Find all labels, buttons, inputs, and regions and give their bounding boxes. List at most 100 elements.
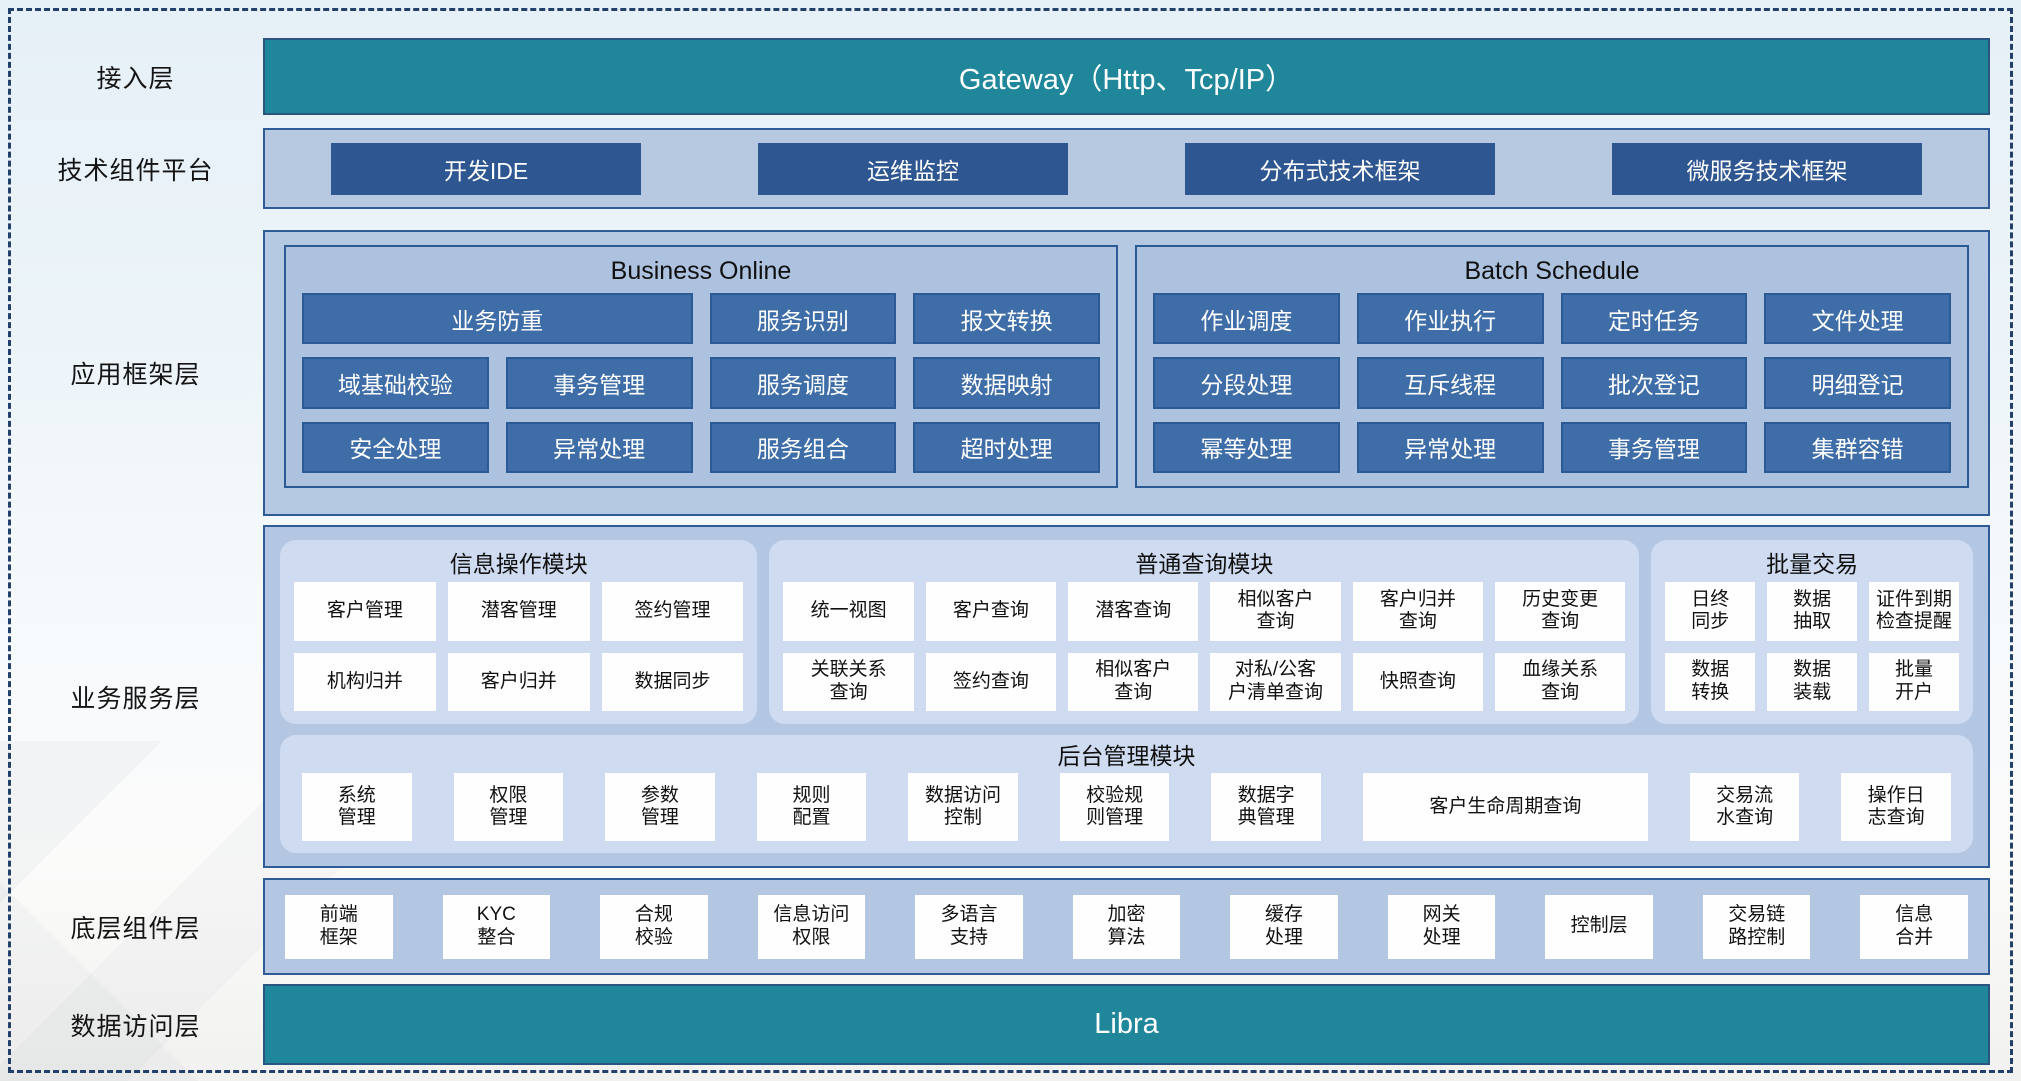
- framework-capability-box: 定时任务: [1560, 293, 1748, 345]
- admin-service-box: 数据字 典管理: [1211, 773, 1321, 841]
- base-component-box: KYC 整合: [442, 894, 551, 959]
- layer-label-business-service: 业务服务层: [70, 684, 201, 713]
- service-box: 客户查询: [925, 582, 1057, 641]
- framework-capability-box: 超时处理: [913, 421, 1100, 473]
- service-box: 批量 开户: [1869, 652, 1959, 711]
- service-box: 数据同步: [601, 652, 744, 711]
- service-box: 客户归并: [447, 652, 590, 711]
- service-box: 潜客查询: [1068, 582, 1199, 641]
- framework-capability-box: 服务调度: [709, 357, 897, 409]
- gateway-bar: Gateway（Http、Tcp/IP）: [263, 38, 1990, 115]
- service-box: 客户归并 查询: [1352, 582, 1484, 641]
- framework-capability-box: 服务识别: [709, 293, 897, 345]
- service-box: 血缘关系 查询: [1495, 652, 1626, 711]
- backend-admin-module-card: 后台管理模块 系统 管理权限 管理参数 管理规则 配置数据访问 控制校验规 则管…: [280, 735, 1973, 853]
- layer-access: 接入层 Gateway（Http、Tcp/IP）: [8, 38, 1990, 115]
- admin-service-box: 系统 管理: [302, 773, 412, 841]
- service-box: 机构归并: [294, 652, 436, 711]
- admin-service-box: 规则 配置: [756, 773, 867, 841]
- common-query-module-card: 普通查询模块 统一视图客户查询潜客查询相似客户 查询客户归并 查询历史变更 查询…: [769, 540, 1640, 724]
- framework-capability-box: 作业调度: [1153, 293, 1340, 345]
- service-box: 统一视图: [783, 582, 914, 641]
- framework-capability-box: 服务组合: [709, 421, 897, 473]
- service-box: 对私/公客 户清单查询: [1210, 652, 1341, 711]
- layer-label-tech-platform: 技术组件平台: [57, 156, 214, 185]
- framework-capability-box: 数据映射: [913, 357, 1100, 409]
- framework-capability-box: 集群容错: [1764, 421, 1951, 473]
- service-box: 快照查询: [1352, 652, 1484, 711]
- service-box: 签约管理: [601, 582, 744, 641]
- admin-service-box: 操作日 志查询: [1841, 773, 1951, 841]
- layer-label-data-access: 数据访问层: [70, 1012, 201, 1041]
- common-query-module-title: 普通查询模块: [1135, 551, 1274, 577]
- base-component-box: 网关 处理: [1387, 894, 1496, 959]
- backend-admin-module-title: 后台管理模块: [1057, 743, 1196, 769]
- service-box: 数据 转换: [1665, 652, 1756, 711]
- layer-tech-platform: 技术组件平台 开发IDE 运维监控 分布式技术框架 微服务技术框架: [8, 128, 1990, 209]
- framework-capability-box: 业务防重: [302, 293, 693, 345]
- service-box: 数据 装载: [1767, 652, 1858, 711]
- batch-schedule-title: Batch Schedule: [1464, 256, 1640, 285]
- info-operation-module-card: 信息操作模块 客户管理潜客管理签约管理机构归并客户归并数据同步: [280, 540, 758, 724]
- admin-service-box: 权限 管理: [453, 773, 564, 841]
- base-component-box: 多语言 支持: [915, 894, 1023, 959]
- business-online-panel: Business Online 业务防重服务识别报文转换域基础校验事务管理服务调…: [284, 245, 1118, 488]
- framework-capability-box: 域基础校验: [302, 357, 489, 409]
- framework-capability-box: 批次登记: [1560, 357, 1748, 409]
- framework-capability-box: 事务管理: [505, 357, 693, 409]
- business-online-title: Business Online: [610, 256, 792, 285]
- service-box: 签约查询: [925, 652, 1057, 711]
- base-component-box: 控制层: [1545, 894, 1653, 959]
- service-box: 日终 同步: [1665, 582, 1756, 641]
- app-framework-panel: Business Online 业务防重服务识别报文转换域基础校验事务管理服务调…: [263, 230, 1990, 516]
- service-box: 相似客户 查询: [1210, 582, 1341, 641]
- business-service-panel: 信息操作模块 客户管理潜客管理签约管理机构归并客户归并数据同步 普通查询模块 统…: [263, 525, 1990, 868]
- admin-service-box: 交易流 水查询: [1689, 773, 1800, 841]
- base-components-bar: 前端 框架 KYC 整合合规 校验信息访问 权限多语言 支持加密 算法缓存 处理网…: [263, 878, 1990, 975]
- base-component-box: 信息 合并: [1860, 894, 1969, 959]
- tech-component-box: 分布式技术框架: [1185, 142, 1495, 195]
- admin-service-box: 校验规 则管理: [1059, 773, 1170, 841]
- admin-service-box: 客户生命周期查询: [1362, 773, 1648, 841]
- framework-capability-box: 作业执行: [1356, 293, 1544, 345]
- tech-component-box: 微服务技术框架: [1612, 142, 1922, 195]
- layer-label-app-framework: 应用框架层: [70, 361, 201, 389]
- framework-capability-box: 幂等处理: [1153, 421, 1340, 473]
- base-component-box: 加密 算法: [1072, 894, 1181, 959]
- tech-component-box: 开发IDE: [331, 142, 641, 195]
- framework-capability-box: 异常处理: [1356, 421, 1544, 473]
- framework-capability-box: 异常处理: [505, 421, 693, 473]
- layer-label-access: 接入层: [96, 64, 175, 93]
- base-component-box: 信息访问 权限: [757, 894, 866, 959]
- framework-capability-box: 报文转换: [913, 293, 1100, 345]
- framework-capability-box: 互斥线程: [1356, 357, 1544, 409]
- admin-service-box: 数据访问 控制: [908, 773, 1018, 841]
- framework-capability-box: 明细登记: [1764, 357, 1951, 409]
- libra-bar: Libra: [263, 984, 1990, 1065]
- framework-capability-box: 安全处理: [302, 421, 489, 473]
- service-box: 历史变更 查询: [1495, 582, 1626, 641]
- layer-business-service: 业务服务层 信息操作模块 客户管理潜客管理签约管理机构归并客户归并数据同步 普通…: [8, 525, 1990, 868]
- framework-capability-box: 事务管理: [1560, 421, 1748, 473]
- service-box: 相似客户 查询: [1068, 652, 1199, 711]
- layer-base-components: 底层组件层 前端 框架 KYC 整合合规 校验信息访问 权限多语言 支持加密 算法…: [8, 878, 1990, 975]
- architecture-diagram: 接入层 Gateway（Http、Tcp/IP） 技术组件平台 开发IDE 运维监…: [8, 38, 1990, 1065]
- layer-label-base-components: 底层组件层: [70, 914, 201, 943]
- base-component-box: 缓存 处理: [1230, 894, 1338, 959]
- service-box: 证件到期 检查提醒: [1869, 582, 1959, 641]
- base-component-box: 合规 校验: [600, 894, 708, 959]
- info-operation-module-title: 信息操作模块: [449, 551, 588, 577]
- service-box: 数据 抽取: [1767, 582, 1858, 641]
- service-box: 客户管理: [294, 582, 436, 641]
- batch-transaction-module-title: 批量交易: [1766, 551, 1859, 577]
- service-box: 潜客管理: [447, 582, 590, 641]
- tech-component-box: 运维监控: [758, 142, 1068, 195]
- framework-capability-box: 文件处理: [1764, 293, 1951, 345]
- batch-transaction-module-card: 批量交易 日终 同步数据 抽取证件到期 检查提醒数据 转换数据 装载批量 开户: [1651, 540, 1973, 724]
- base-component-box: 交易链 路控制: [1702, 894, 1811, 959]
- layer-data-access: 数据访问层 Libra: [8, 984, 1990, 1065]
- admin-service-box: 参数 管理: [605, 773, 715, 841]
- layer-app-framework: 应用框架层 Business Online 业务防重服务识别报文转换域基础校验事…: [8, 230, 1990, 516]
- framework-capability-box: 分段处理: [1153, 357, 1340, 409]
- base-component-box: 前端 框架: [285, 894, 393, 959]
